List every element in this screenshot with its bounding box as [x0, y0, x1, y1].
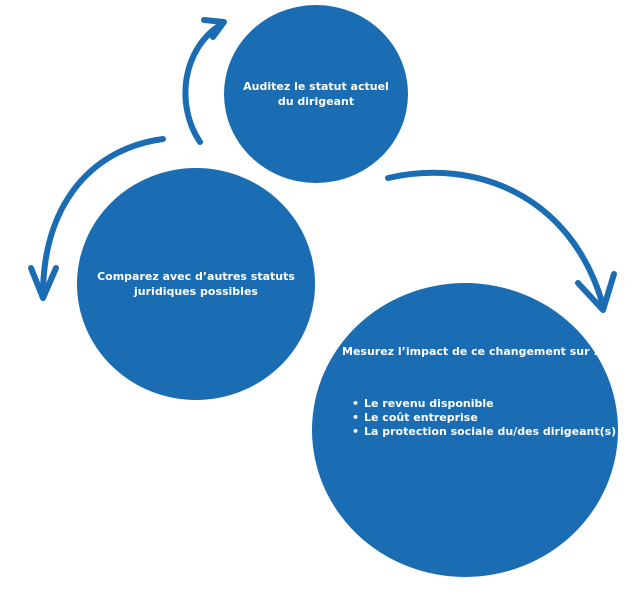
bullet-icon: •: [352, 425, 360, 438]
step-audit-circle: Auditez le statut actuel du dirigeant: [224, 5, 408, 183]
step-audit-label: Auditez le statut actuel du dirigeant: [243, 80, 389, 108]
bullet-icon: •: [352, 397, 360, 410]
bullet-icon: •: [352, 411, 360, 424]
curved-arrow-down-left-icon: [28, 136, 166, 301]
list-item: • Le revenu disponible: [352, 397, 608, 411]
curved-arrow-up-right-icon: [182, 17, 227, 145]
impact-item-cost: Le coût entreprise: [364, 411, 478, 424]
list-item: • Le coût entreprise: [352, 411, 608, 425]
step-measure-label: Mesurez l’impact de ce changement sur :: [342, 345, 598, 358]
impact-item-revenue: Le revenu disponible: [364, 397, 494, 410]
step-compare-circle: Comparez avec d’autres statuts juridique…: [77, 168, 315, 400]
impact-list: • Le revenu disponible • Le coût entrepr…: [342, 397, 616, 439]
step-compare-label: Comparez avec d’autres statuts juridique…: [97, 270, 295, 298]
curved-arrow-down-right-icon: [385, 169, 617, 313]
impact-item-social-protection: La protection sociale du/des dirigeant(s…: [364, 425, 617, 438]
list-item: • La protection sociale du/des dirigeant…: [352, 425, 616, 439]
step-measure-circle: Mesurez l’impact de ce changement sur : …: [312, 283, 618, 577]
